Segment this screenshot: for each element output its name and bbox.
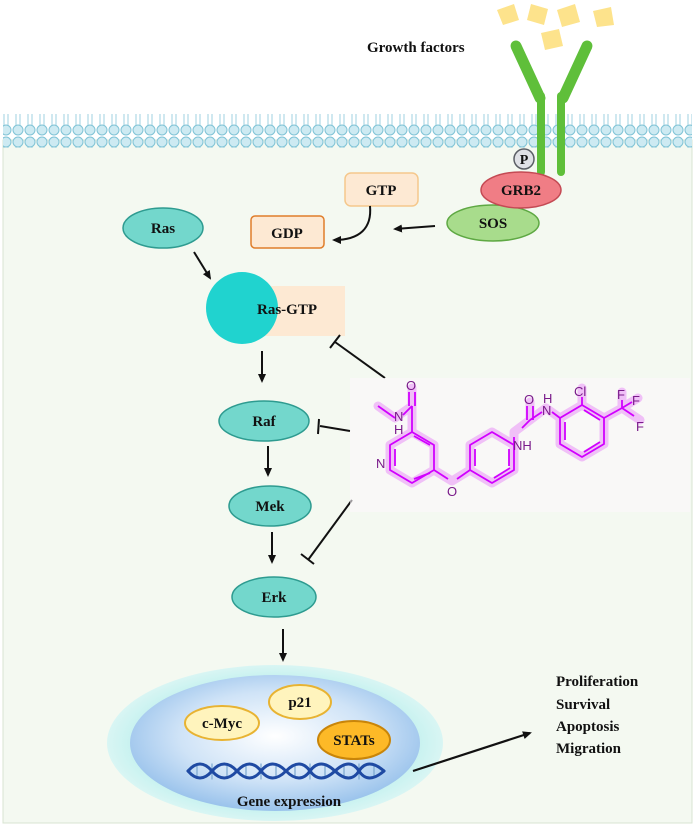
gdp-label: GDP xyxy=(271,226,303,242)
atom-o-carbonyl-1: O xyxy=(406,378,416,393)
cellular-outcomes-list: Proliferation Survival Apoptosis Migrati… xyxy=(556,674,639,757)
rasgtp-label: Ras-GTP xyxy=(257,302,317,318)
atom-f-1: F xyxy=(617,387,625,402)
atom-f-2: F xyxy=(632,393,640,408)
atom-n-pyridine: N xyxy=(376,456,385,471)
cell-membrane xyxy=(3,114,692,148)
erk-node xyxy=(231,576,317,618)
grb2-node xyxy=(480,171,562,209)
p21-label: p21 xyxy=(288,695,311,711)
atom-f-3: F xyxy=(636,419,644,434)
gtp-label: GTP xyxy=(366,183,397,199)
molecule-bonds xyxy=(377,392,635,484)
atom-h-amide-1: H xyxy=(394,422,403,437)
cmyc-label: c-Myc xyxy=(202,716,242,732)
inhibition-lines xyxy=(300,334,386,565)
cmyc-node xyxy=(184,705,260,741)
gtp-node xyxy=(344,172,419,207)
gene-expression-label: Gene expression xyxy=(237,794,342,810)
stats-node xyxy=(317,720,391,760)
arrow-sos-to-gtp xyxy=(393,224,436,233)
atom-h-urea-2: H xyxy=(543,391,552,406)
growth-factor-ligands xyxy=(497,4,614,50)
atom-o-urea: O xyxy=(524,392,534,407)
receptor-tyrosine-kinase xyxy=(510,40,593,176)
sos-node xyxy=(446,204,540,242)
gdp-node xyxy=(250,215,325,249)
mek-label: Mek xyxy=(255,499,285,515)
arrow-gtp-to-gdp xyxy=(332,205,372,244)
raf-node xyxy=(218,400,310,442)
outcome-item: Survival xyxy=(556,697,610,713)
phosphate-label: P xyxy=(520,153,529,168)
grb2-label: GRB2 xyxy=(501,183,541,199)
stats-label: STATs xyxy=(333,733,375,749)
arrow-nucleus-to-outcomes xyxy=(412,731,532,773)
outcome-item: Proliferation xyxy=(556,674,639,690)
atom-n-amide-1: N xyxy=(394,409,403,424)
p21-node xyxy=(268,684,332,720)
raf-label: Raf xyxy=(252,414,276,430)
rasgtp-gtp-box xyxy=(265,286,345,336)
erk-label: Erk xyxy=(261,590,287,606)
phosphate-node xyxy=(513,148,535,170)
inhibitor-molecule: O N H N O NH O N H Cl F F F xyxy=(350,378,690,512)
atom-o-ether: O xyxy=(447,484,457,499)
growth-factors-label: Growth factors xyxy=(367,40,465,56)
mek-node xyxy=(228,485,312,527)
atom-n-urea-2: N xyxy=(542,403,551,418)
atom-cl: Cl xyxy=(574,384,586,399)
rasgtp-ras-circle xyxy=(206,272,278,344)
outcome-item: Migration xyxy=(556,741,622,757)
ras-label: Ras xyxy=(151,221,175,237)
sos-label: SOS xyxy=(479,216,507,232)
ras-node xyxy=(122,207,204,249)
arrow-ras-to-rasgtp xyxy=(193,251,212,280)
outcome-item: Apoptosis xyxy=(556,719,620,735)
atom-nh-urea-1: NH xyxy=(513,438,532,453)
dna-helix-icon xyxy=(186,762,386,780)
